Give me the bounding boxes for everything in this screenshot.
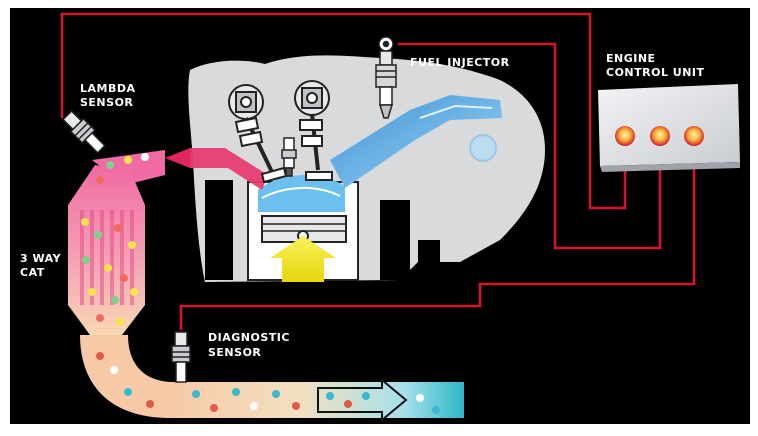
lambda-label-line1: LAMBDA xyxy=(80,82,136,95)
ecu-led-icon xyxy=(650,126,670,146)
cat-label-line1: 3 WAY xyxy=(20,252,62,265)
engine-control-unit xyxy=(598,84,740,172)
ecu-label-line1: ENGINE xyxy=(606,52,656,65)
ecu-led-icon xyxy=(615,126,635,146)
fuel-injector-label: FUEL INJECTOR xyxy=(410,56,510,69)
diagnostic-label-line2: SENSOR xyxy=(208,346,261,359)
lambda-label-line2: SENSOR xyxy=(80,96,133,109)
ecu-led-icon xyxy=(684,126,704,146)
cat-label-line2: CAT xyxy=(20,266,45,279)
ecu-label-line2: CONTROL UNIT xyxy=(606,66,705,79)
diagnostic-label-line1: DIAGNOSTIC xyxy=(208,331,290,344)
